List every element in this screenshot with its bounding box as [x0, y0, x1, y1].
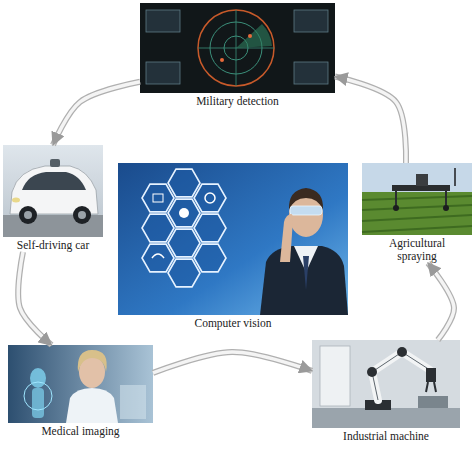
car-picture: [3, 145, 103, 237]
node-label: Self-driving car: [17, 239, 90, 252]
node-label: Industrial machine: [343, 430, 429, 443]
cycle-arrow: [18, 252, 51, 345]
radar-picture: [140, 3, 335, 93]
node-label: Medical imaging: [41, 425, 119, 438]
image-node: Medical imaging: [8, 345, 153, 438]
cycle-arrow-outline: [53, 82, 140, 145]
cycle-arrow-outline: [18, 252, 51, 345]
node-label: Agricultural spraying: [377, 237, 457, 263]
image-node: Agricultural spraying: [362, 163, 472, 263]
image-node: Computer vision: [118, 163, 348, 330]
cycle-arrow: [335, 77, 406, 164]
cycle-arrow-outline: [153, 352, 312, 373]
medical-picture: [8, 345, 153, 423]
cycle-arrow-outline: [335, 77, 406, 164]
computer-vision-picture: [118, 163, 348, 315]
cycle-arrow: [428, 263, 454, 340]
cycle-arrow-outline: [428, 263, 454, 340]
image-node: Military detection: [140, 3, 335, 108]
cycle-arrow: [153, 352, 312, 373]
image-node: Self-driving car: [3, 145, 103, 252]
agriculture-picture: [362, 163, 472, 235]
node-label: Military detection: [196, 95, 279, 108]
cycle-arrow: [53, 82, 140, 145]
industrial-picture: [312, 340, 460, 428]
node-label: Computer vision: [195, 317, 272, 330]
image-node: Industrial machine: [312, 340, 460, 443]
